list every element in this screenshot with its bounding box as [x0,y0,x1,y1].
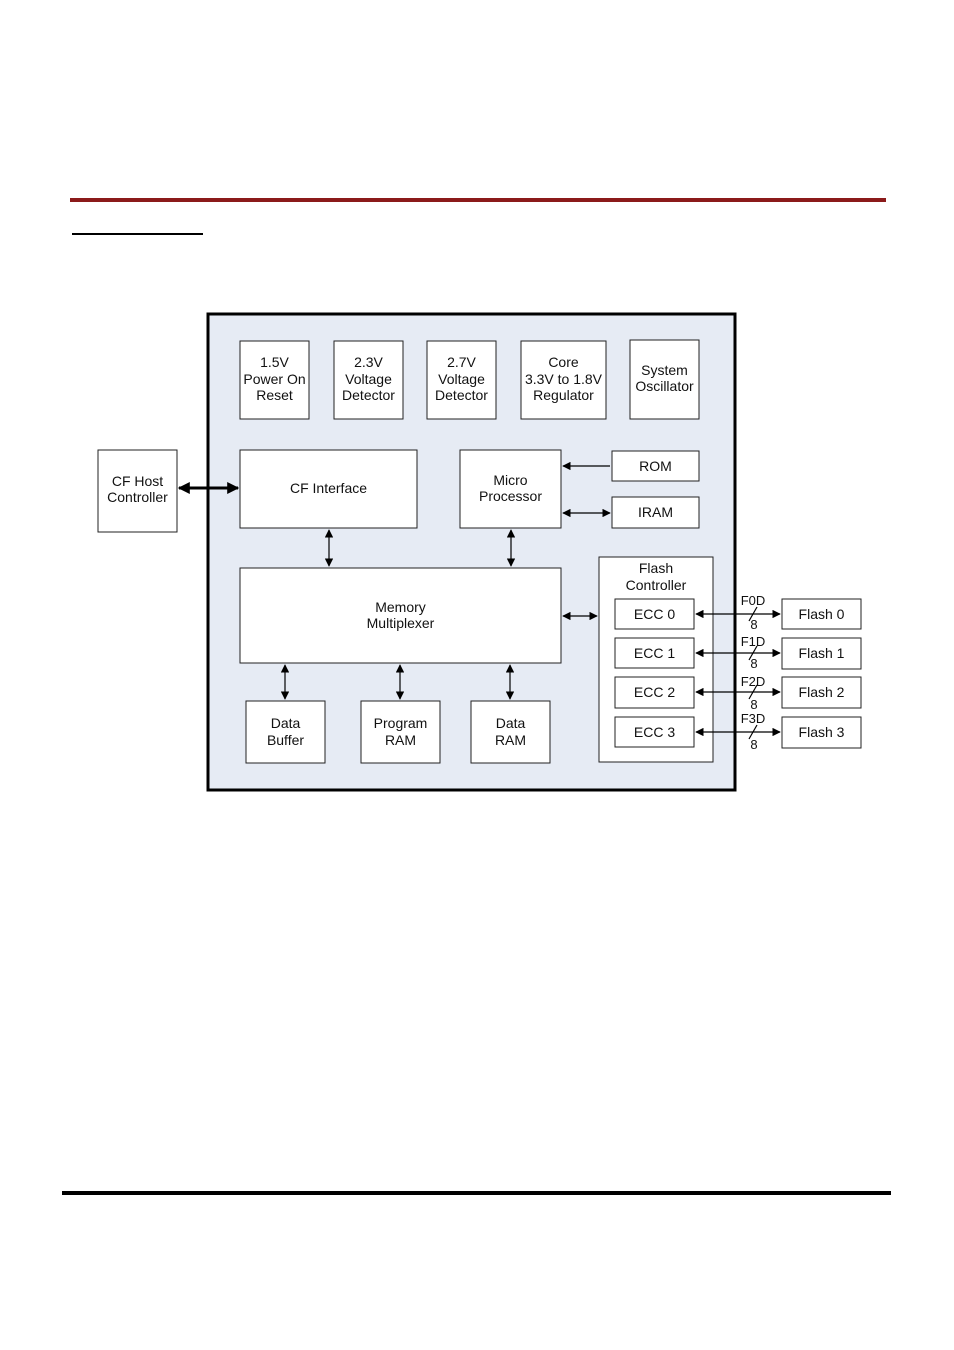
voltage-detector-2-3v-block: 2.3V Voltage Detector [333,340,404,420]
iram-block: IRAM [611,496,700,529]
svg-text:1.5V: 1.5V [260,354,289,370]
ecc-3-block: ECC 3 [614,716,695,748]
footer-rule [62,1191,891,1195]
program-ram-block: Program RAM [360,700,441,764]
ecc-0-block: ECC 0 [614,598,695,630]
svg-text:Voltage: Voltage [345,371,392,387]
svg-text:Data: Data [496,715,526,731]
flash-3-block: Flash 3 [781,716,862,749]
svg-text:Detector: Detector [435,387,488,403]
svg-text:F2D: F2D [741,674,766,689]
flash-bus-0: F0D 8 [695,593,781,632]
header-rule [70,198,886,202]
data-buffer-block: Data Buffer [245,700,326,764]
svg-text:System: System [641,362,688,378]
svg-text:CF Interface: CF Interface [290,480,367,496]
flash-bus-2: F2D 8 [695,674,781,712]
svg-text:8: 8 [750,656,757,671]
svg-text:Controller: Controller [107,489,168,505]
memory-multiplexer-block: Memory Multiplexer [239,567,562,664]
svg-text:8: 8 [750,617,757,632]
rom-block: ROM [611,450,700,482]
svg-text:Voltage: Voltage [438,371,485,387]
svg-text:Controller: Controller [626,577,687,593]
svg-text:ECC 2: ECC 2 [634,684,675,700]
svg-text:Core: Core [548,354,579,370]
micro-processor-block: Micro Processor [459,449,562,529]
system-oscillator-block: System Oscillator [629,339,700,420]
svg-text:Micro: Micro [493,472,527,488]
svg-text:ROM: ROM [639,458,672,474]
svg-text:8: 8 [750,737,757,752]
svg-text:F1D: F1D [741,634,766,649]
svg-text:8: 8 [750,697,757,712]
svg-text:Power On: Power On [243,371,305,387]
svg-text:ECC 3: ECC 3 [634,724,675,740]
svg-text:Flash 1: Flash 1 [799,645,845,661]
svg-text:Data: Data [271,715,301,731]
cf-interface-block: CF Interface [239,449,418,529]
svg-text:Regulator: Regulator [533,387,594,403]
flash-bus-1: F1D 8 [695,634,781,671]
svg-text:Buffer: Buffer [267,732,304,748]
svg-text:Flash 3: Flash 3 [799,724,845,740]
ecc-2-block: ECC 2 [614,676,695,709]
svg-text:F3D: F3D [741,711,766,726]
svg-text:Reset: Reset [256,387,293,403]
data-ram-block: Data RAM [470,700,551,764]
svg-text:Program: Program [374,715,428,731]
svg-text:Oscillator: Oscillator [635,378,694,394]
svg-text:Detector: Detector [342,387,395,403]
core-regulator-block: Core 3.3V to 1.8V Regulator [520,340,607,420]
svg-text:2.7V: 2.7V [447,354,476,370]
svg-text:Memory: Memory [375,599,426,615]
heading-underline [72,233,203,235]
svg-text:CF Host: CF Host [112,473,163,489]
power-on-reset-block: 1.5V Power On Reset [239,340,310,420]
cf-host-controller-block: CF Host Controller [97,449,178,533]
flash-0-block: Flash 0 [781,598,862,630]
svg-text:RAM: RAM [385,732,416,748]
flash-2-block: Flash 2 [781,676,862,709]
ecc-1-block: ECC 1 [614,637,695,669]
svg-text:Flash 2: Flash 2 [799,684,845,700]
flash-bus-3: F3D 8 [695,711,781,752]
svg-text:Flash: Flash [639,560,673,576]
svg-text:3.3V to 1.8V: 3.3V to 1.8V [525,371,603,387]
svg-text:RAM: RAM [495,732,526,748]
flash-1-block: Flash 1 [781,637,862,670]
svg-text:Multiplexer: Multiplexer [367,615,435,631]
svg-text:2.3V: 2.3V [354,354,383,370]
svg-text:ECC 0: ECC 0 [634,606,675,622]
svg-text:IRAM: IRAM [638,504,673,520]
voltage-detector-2-7v-block: 2.7V Voltage Detector [426,340,497,420]
svg-text:ECC 1: ECC 1 [634,645,675,661]
svg-text:Flash 0: Flash 0 [799,606,845,622]
svg-text:F0D: F0D [741,593,766,608]
svg-text:Processor: Processor [479,488,542,504]
